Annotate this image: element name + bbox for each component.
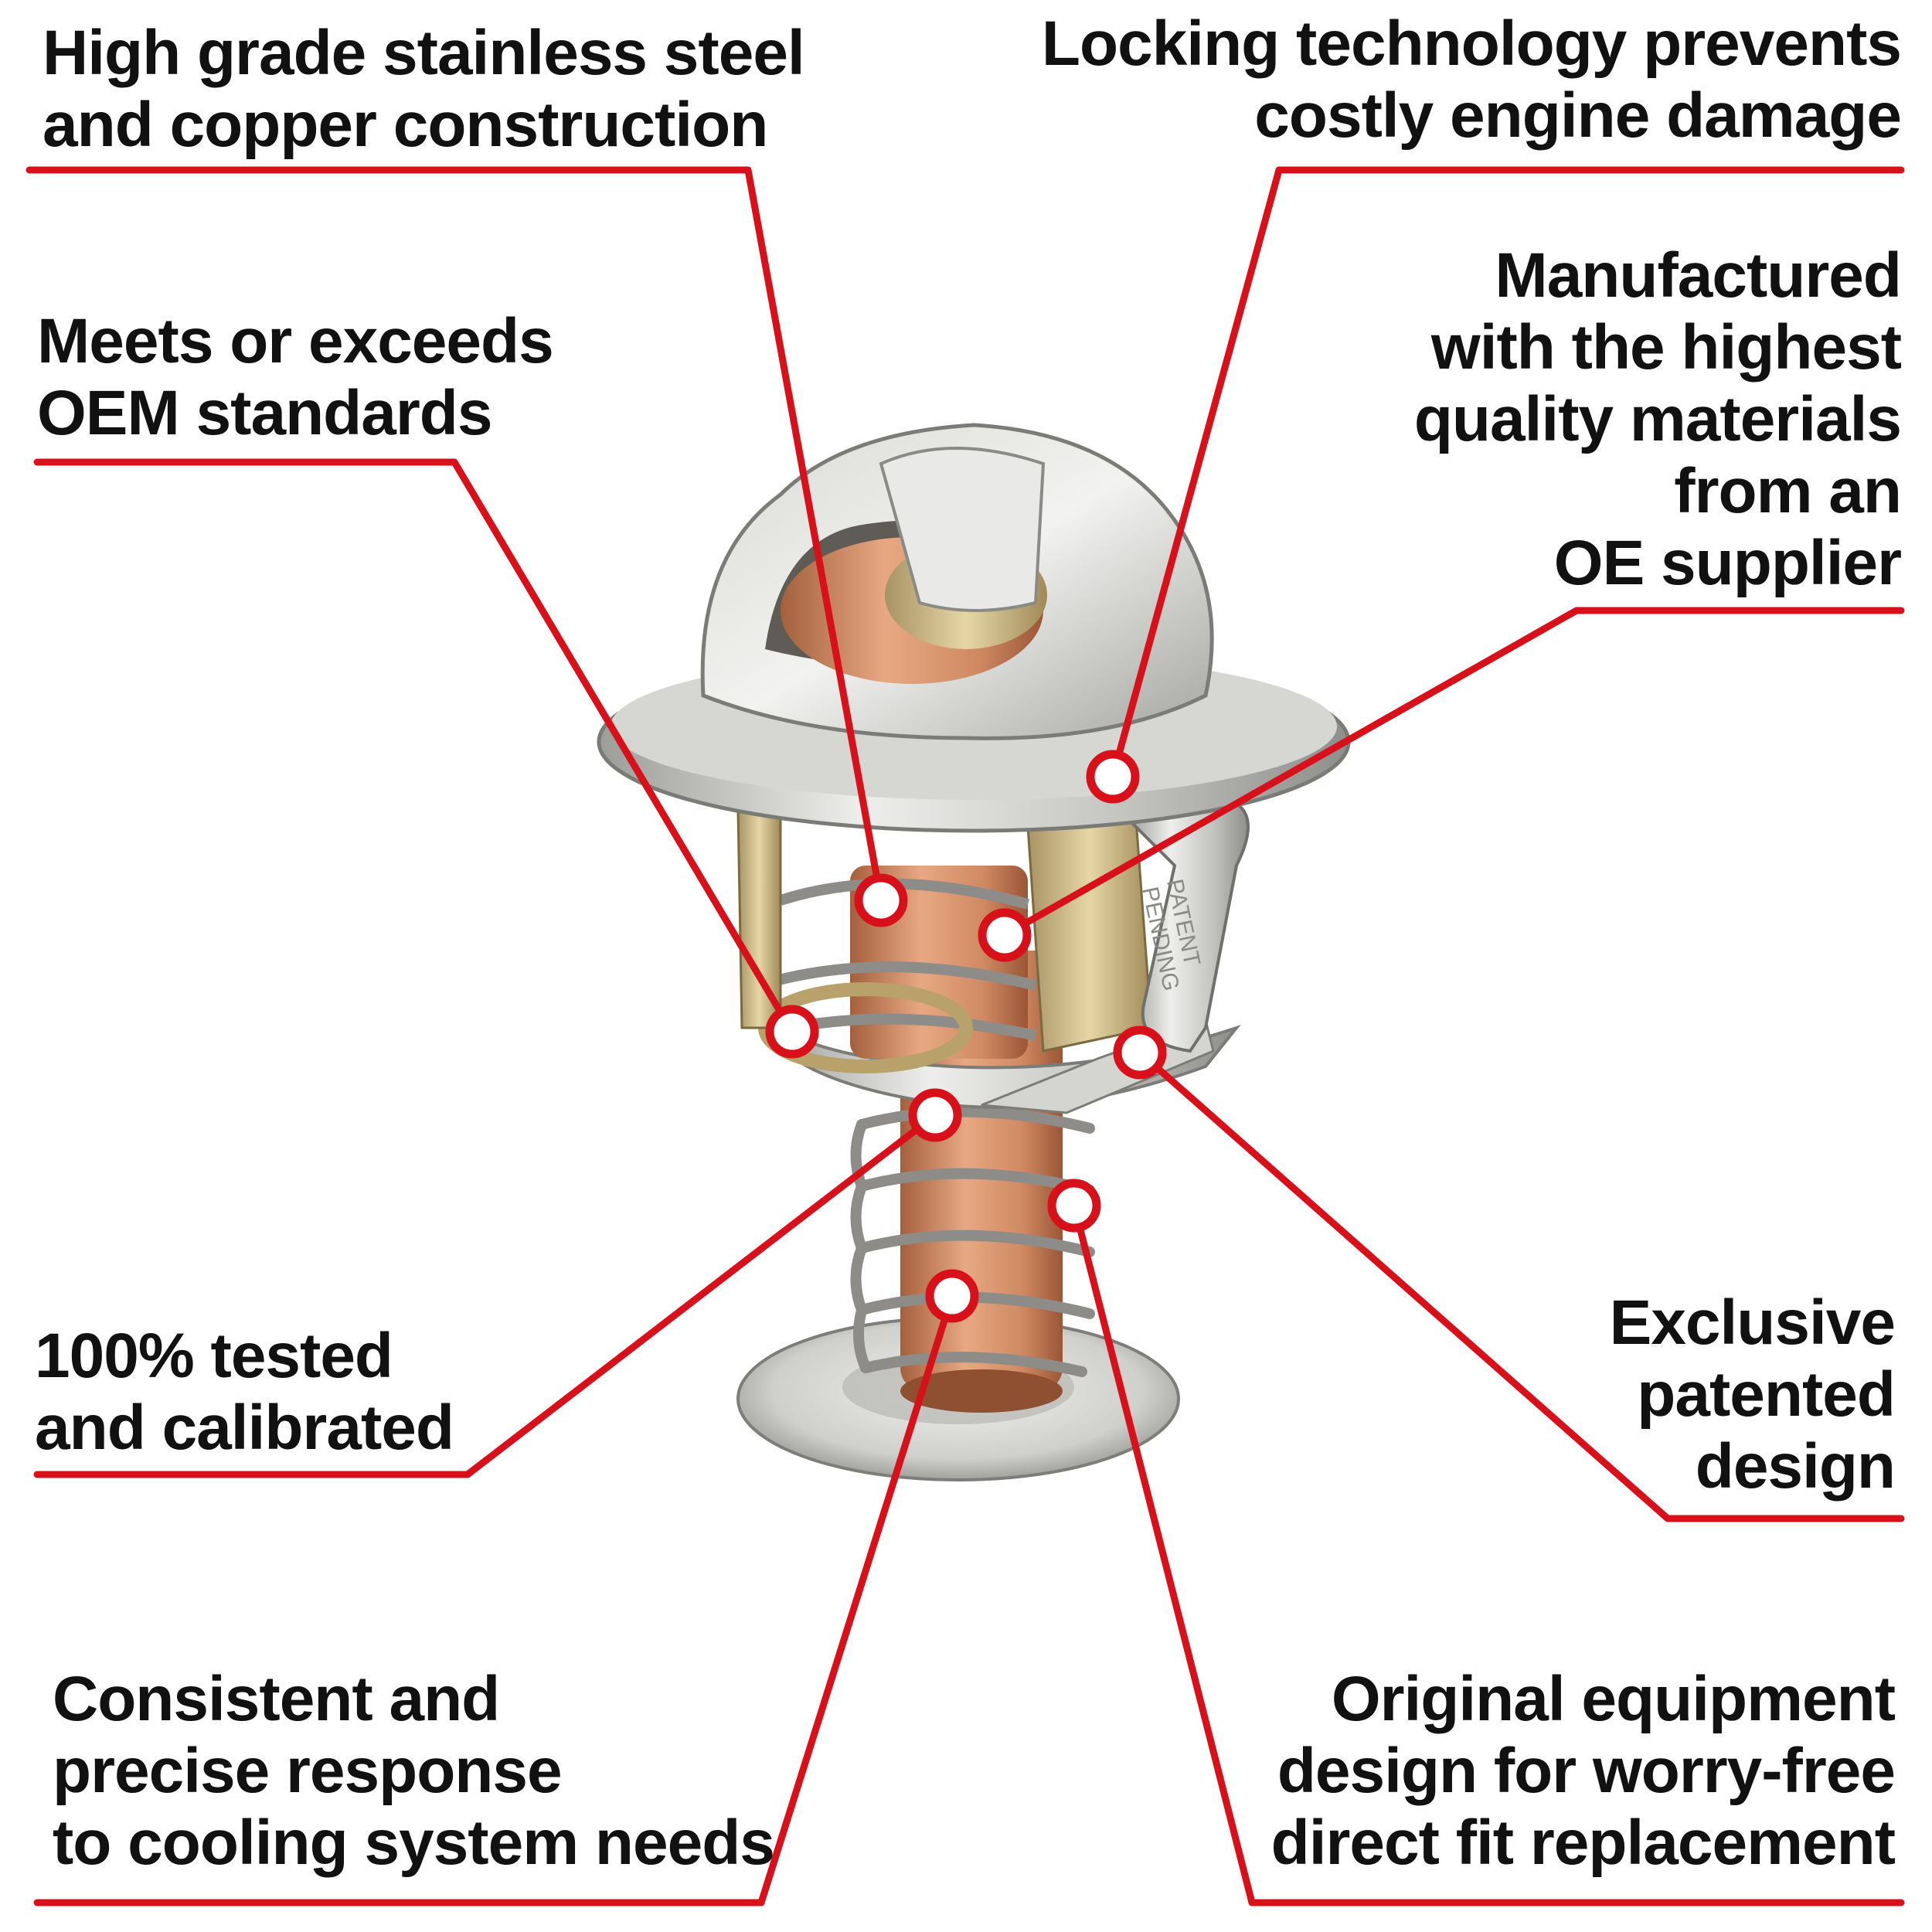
side-bracket: PATENT PENDING <box>736 801 1250 1053</box>
callout-line: High grade stainless steel <box>43 18 805 88</box>
callout-line: design <box>1695 1431 1896 1502</box>
leader-meets-oem <box>33 458 796 1036</box>
dome <box>700 423 1214 740</box>
leader-exclusive <box>1136 1049 1905 1522</box>
callout-line: Manufactured <box>1495 240 1902 311</box>
leader-tested <box>33 1111 939 1478</box>
dot-original <box>1047 1179 1101 1233</box>
callout-line: OEM standards <box>37 378 492 448</box>
dot-high-grade <box>854 873 908 927</box>
callout-tested-calibrated: 100% tested and calibrated <box>35 1320 454 1464</box>
callout-high-grade: High grade stainless steel and copper co… <box>43 17 805 161</box>
callout-line: from an <box>1674 456 1902 526</box>
callout-line: Meets or exceeds <box>37 306 554 376</box>
callout-line: Consistent and <box>53 1664 500 1734</box>
callout-line: patented <box>1637 1359 1896 1430</box>
callout-locking-technology: Locking technology prevents costly engin… <box>1041 8 1902 151</box>
callout-line: to cooling system needs <box>53 1808 775 1878</box>
callout-line: design for worry-free <box>1277 1736 1896 1806</box>
leader-original <box>1070 1202 1905 1906</box>
callout-line: Locking technology prevents <box>1041 9 1902 79</box>
leader-consistent <box>33 1292 956 1906</box>
lower-spring <box>850 1106 1095 1377</box>
callout-line: and calibrated <box>35 1393 454 1463</box>
callout-line: precise response <box>53 1736 563 1806</box>
callout-line: quality materials <box>1413 384 1902 454</box>
callout-line: with the highest <box>1430 312 1902 383</box>
dot-manufactured <box>978 908 1032 962</box>
leader-manufactured <box>1001 607 1905 939</box>
callout-meets-oem: Meets or exceeds OEM standards <box>37 305 554 449</box>
dot-meets-oem <box>765 1005 819 1059</box>
dot-locking <box>1086 750 1140 804</box>
callout-line: Original equipment <box>1331 1664 1896 1734</box>
callout-consistent-response: Consistent and precise response to cooli… <box>53 1663 775 1879</box>
leader-lines <box>26 166 1905 1906</box>
marker-dots <box>765 750 1167 1323</box>
dot-exclusive <box>1113 1026 1167 1080</box>
callout-line: direct fit replacement <box>1270 1808 1896 1878</box>
callout-manufactured: Manufactured with the highest quality ma… <box>1413 240 1902 599</box>
dot-consistent <box>925 1269 979 1323</box>
leader-locking <box>1109 166 1905 781</box>
callout-line: 100% tested <box>35 1321 393 1391</box>
leader-high-grade <box>26 166 885 904</box>
callout-line: OE supplier <box>1553 528 1902 598</box>
callout-original-equipment: Original equipment design for worry-free… <box>1270 1663 1896 1879</box>
callout-line: and copper construction <box>43 90 768 160</box>
dot-tested <box>908 1088 962 1142</box>
callout-line: costly engine damage <box>1254 80 1902 151</box>
callout-line: Exclusive <box>1609 1287 1896 1358</box>
callout-exclusive-patented: Exclusive patented design <box>1609 1287 1896 1502</box>
